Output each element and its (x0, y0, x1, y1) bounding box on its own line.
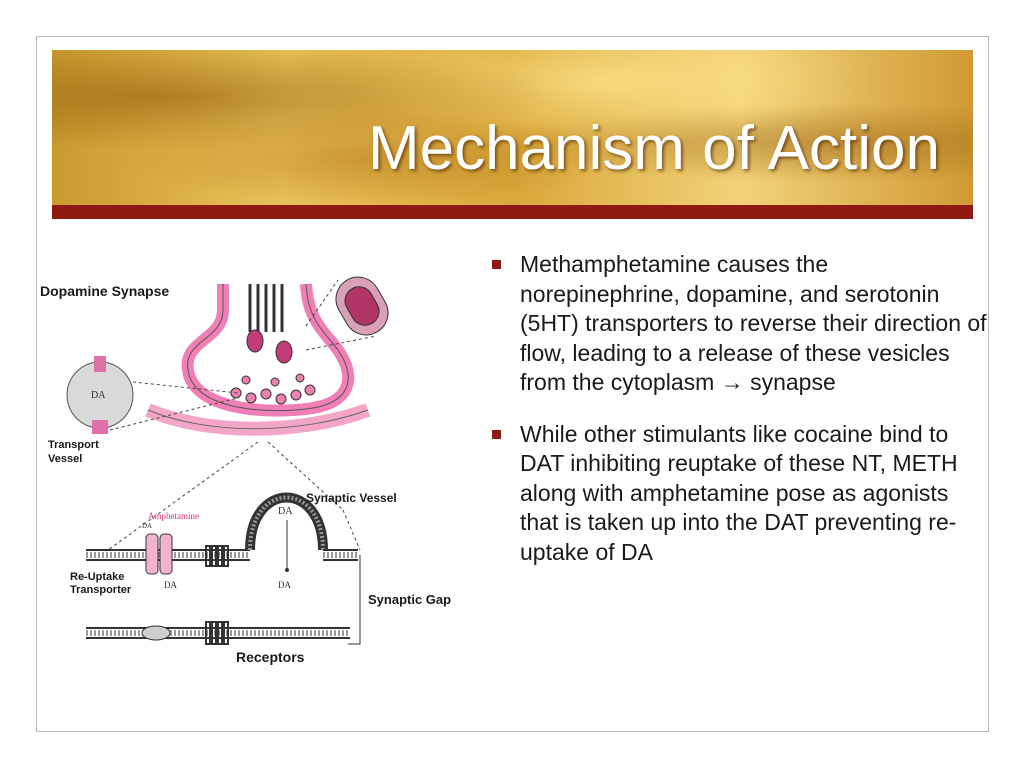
synaptic-gap-bracket (348, 555, 361, 645)
title-underline-bar (52, 205, 973, 219)
diagram-label-da-small: DA (142, 522, 152, 530)
dopamine-synapse-diagram: Dopamine Synapse DA Transpor (40, 276, 451, 665)
bullet-text-part: synapse (743, 369, 836, 395)
square-bullet-icon (492, 260, 501, 269)
diagram-label-da-mid: DA (278, 580, 291, 590)
diagram-label-transport: Transport (48, 439, 99, 451)
axon-terminal (181, 283, 355, 417)
bullet-text-part: Methamphetamine causes the norepinephrin… (520, 251, 987, 395)
diagram-label-vessel: Vessel (48, 453, 82, 465)
da-vesicle-label: DA (91, 390, 106, 401)
bullet-list: Methamphetamine causes the norepinephrin… (492, 250, 992, 589)
diagram-label-amphetamine: Amphetamine (148, 511, 199, 521)
diagram-label-da-top: DA (278, 506, 293, 517)
diagram-label-dopamine-synapse: Dopamine Synapse (40, 283, 169, 299)
mitochondrion-zoom (305, 276, 389, 351)
bullet-text-part: While other stimulants like cocaine bind… (520, 420, 958, 565)
slide-title: Mechanism of Action (367, 114, 940, 183)
title-banner (52, 50, 973, 205)
square-bullet-icon (492, 429, 501, 439)
diagram-label-synaptic-vessel: Synaptic Vessel (306, 491, 397, 505)
diagram-label-da-bottom: DA (164, 580, 177, 590)
postsynaptic-membrane-detail (86, 621, 350, 645)
bullet-item: While other stimulants like cocaine bind… (492, 420, 992, 568)
diagram-label-transporter: Transporter (70, 584, 132, 596)
diagram-label-receptors: Receptors (236, 649, 305, 665)
diagram-label-synaptic-gap: Synaptic Gap (368, 592, 451, 607)
transport-vessel: DA (66, 356, 239, 434)
presynaptic-membrane-detail (86, 492, 358, 575)
right-arrow-icon: → (720, 369, 744, 395)
diagram-label-reuptake: Re-Uptake (70, 571, 124, 583)
bullet-item: Methamphetamine causes the norepinephrin… (492, 250, 992, 398)
